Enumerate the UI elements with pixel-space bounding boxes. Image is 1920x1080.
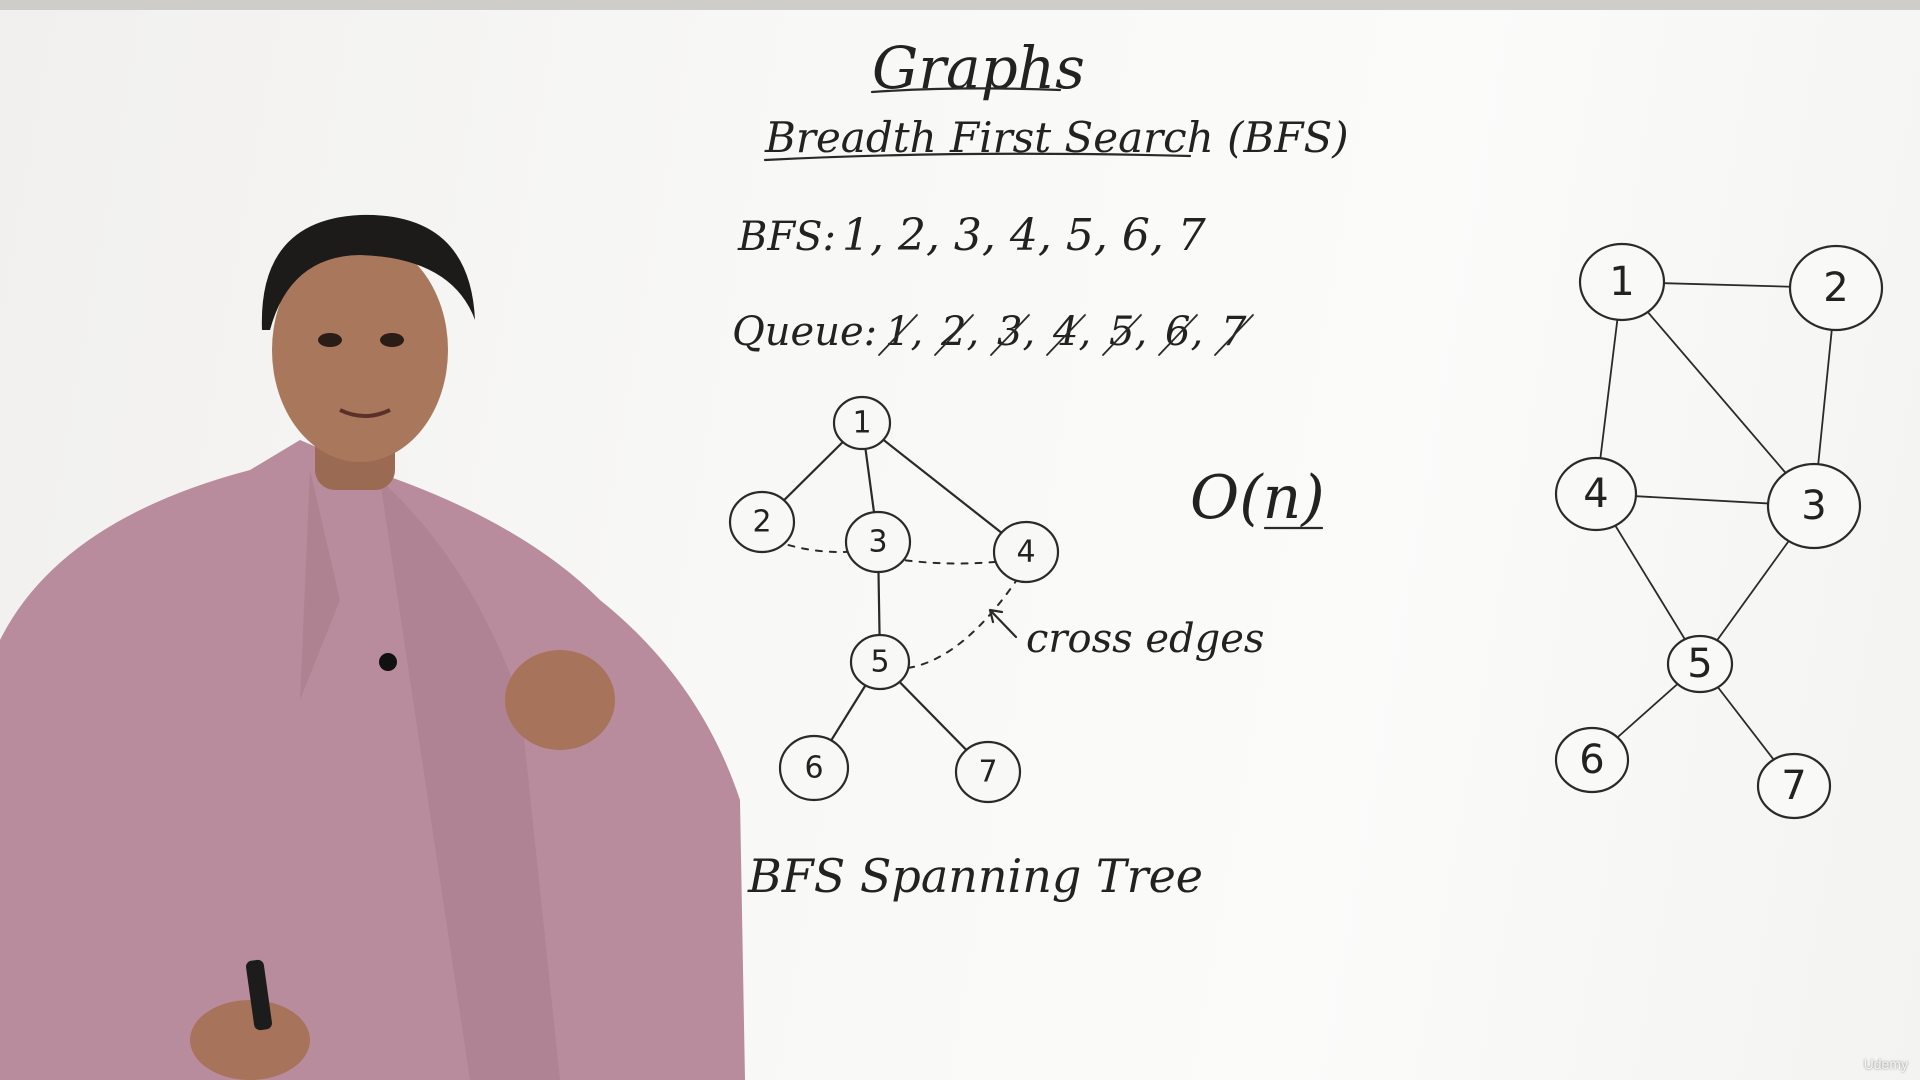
tree-node-label: 1 [852, 406, 871, 441]
presenter-lower-hand [190, 1000, 310, 1080]
queue-item: 6, [1165, 309, 1203, 355]
queue-item: 7 [1221, 309, 1247, 355]
queue-item: 1, [885, 309, 923, 355]
graph-node [1756, 752, 1832, 820]
graph-node [1788, 244, 1884, 332]
title-underline [870, 87, 1062, 94]
bfs-sequence: 1, 2, 3, 4, 5, 6, 7 [842, 210, 1206, 261]
graph-node [1554, 726, 1630, 794]
tree-node [778, 734, 850, 802]
whiteboard-frame [0, 0, 1920, 10]
graph-edge [1621, 281, 1815, 507]
bfs-spanning-tree: 1 2 3 4 5 6 7 [728, 395, 1060, 804]
queue-strike [990, 314, 1030, 356]
tree-node [728, 490, 796, 554]
complexity-label: O(n) [1190, 463, 1325, 533]
presenter-hand [505, 650, 615, 750]
marker [245, 959, 273, 1031]
graph-node [1666, 634, 1734, 694]
cross-edges-annotation: cross edges [1026, 616, 1264, 662]
queue-strike [878, 314, 918, 356]
tree-edge [860, 421, 1028, 554]
subtitle-underline [763, 152, 1192, 162]
queue-strike [934, 314, 974, 356]
board-title: Graphs [872, 34, 1085, 102]
presenter-face [272, 238, 448, 462]
graph-node-label: 3 [1801, 483, 1826, 529]
queue-strike [1214, 314, 1254, 356]
tree-node [992, 520, 1060, 584]
tree-caption: BFS Spanning Tree [747, 849, 1203, 903]
graph-node [1766, 462, 1862, 550]
queue-strike [1158, 314, 1198, 356]
tree-node [832, 395, 892, 451]
undirected-graph: 1 2 3 4 5 6 7 [1554, 242, 1884, 820]
graph-node [1578, 242, 1666, 322]
queue-item: 5, [1109, 309, 1147, 355]
queue-item: 3, [997, 309, 1035, 355]
tree-node-label: 6 [804, 751, 823, 786]
cross-edges-arrow [988, 608, 1018, 639]
graph-node-label: 4 [1583, 471, 1608, 517]
tree-node-label: 7 [978, 755, 997, 790]
tree-node-label: 4 [1016, 535, 1035, 570]
queue-items: 1,2,3,4,5,6,7 [878, 309, 1254, 356]
graph-node-label: 7 [1781, 763, 1806, 809]
watermark: Udemy [1863, 1056, 1908, 1072]
graph-node-label: 1 [1609, 259, 1634, 305]
bfs-prefix: BFS: [737, 214, 836, 260]
presenter-hair [261, 214, 475, 330]
tree-node-label: 5 [870, 645, 889, 680]
tree-node [849, 633, 911, 691]
graph-node-label: 2 [1823, 265, 1848, 311]
tree-node-label: 2 [752, 505, 771, 540]
graph-node-label: 6 [1579, 737, 1604, 783]
graph-node-label: 5 [1687, 641, 1712, 687]
presenter [0, 214, 745, 1080]
tree-node [954, 740, 1022, 804]
graph-node [1554, 456, 1638, 532]
queue-strike [1046, 314, 1086, 356]
presenter-shirt [0, 440, 745, 1080]
tree-node [844, 510, 912, 574]
tree-node-label: 3 [868, 525, 887, 560]
queue-prefix: Queue: [732, 309, 877, 355]
queue-strike [1102, 314, 1142, 356]
lapel-mic [379, 653, 397, 671]
